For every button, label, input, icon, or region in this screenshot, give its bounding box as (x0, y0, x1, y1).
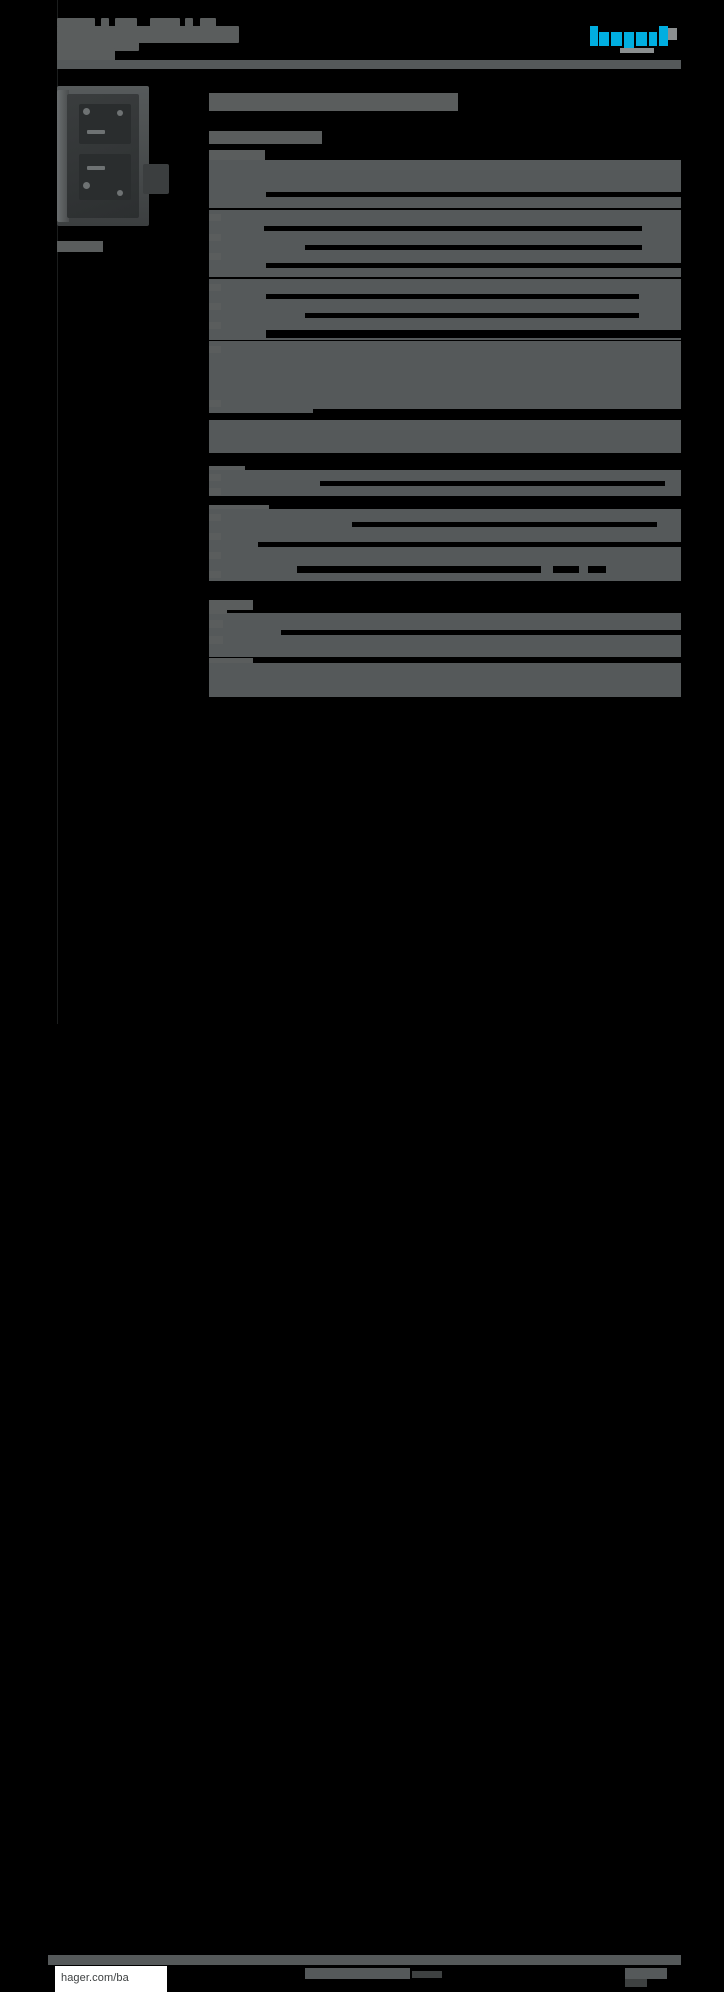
page-footer: hager.com/ba (0, 975, 724, 1992)
header-title-main (57, 26, 239, 43)
footer-divider (48, 1955, 681, 1965)
header-title-fragment (200, 18, 216, 27)
section-heading (209, 600, 253, 610)
header-divider (57, 60, 681, 69)
footer-url-text: hager.com/ba (61, 1972, 129, 1984)
page-title (209, 93, 458, 111)
product-accessory (143, 164, 169, 194)
row-label (209, 234, 221, 241)
row-label (209, 533, 221, 540)
product-image (57, 86, 169, 226)
footer-center-text-tail (412, 1971, 442, 1978)
table-section (209, 420, 681, 453)
row-label (209, 253, 221, 260)
table-section (209, 613, 681, 657)
row-label (209, 214, 221, 221)
footer-center-text (305, 1968, 410, 1979)
row-label (209, 322, 221, 329)
hager-logo (590, 22, 682, 53)
row-label (209, 303, 221, 310)
row-label (209, 606, 227, 614)
table-row (553, 566, 579, 573)
header-title-fragment (57, 18, 95, 27)
table-section (209, 663, 681, 697)
product-image-caption (57, 241, 103, 252)
row-label (209, 636, 223, 644)
table-row (264, 226, 642, 231)
section-heading (209, 150, 265, 160)
table-row (305, 313, 639, 318)
header-title-fragment (150, 18, 180, 27)
table-row (352, 522, 657, 527)
table-section (209, 341, 681, 413)
row-label (209, 488, 221, 495)
row-label (209, 552, 221, 559)
header-title-fragment (101, 18, 109, 27)
footer-page-number-tail (625, 1979, 647, 1987)
table-row (266, 294, 639, 299)
table-row (266, 263, 681, 268)
table-row (281, 630, 681, 635)
table-row (258, 542, 681, 547)
page-header (0, 0, 724, 80)
row-label (209, 474, 221, 481)
table-row (266, 330, 681, 338)
header-title-fragment (115, 18, 137, 27)
row-label (209, 346, 221, 353)
table-row (588, 566, 606, 573)
table-section (209, 279, 681, 340)
header-title-fragment (185, 18, 193, 27)
table-section (209, 160, 681, 208)
footer-page-number (625, 1968, 667, 1979)
footer-url-box[interactable]: hager.com/ba (55, 1966, 167, 1992)
row-label (209, 571, 221, 578)
table-row (297, 566, 541, 573)
row-label (209, 514, 221, 521)
row-label (209, 400, 221, 407)
row-label (209, 284, 221, 291)
left-margin-rule (57, 0, 58, 1024)
header-subtitle-fragment (57, 42, 139, 51)
table-row (305, 245, 642, 250)
table-row (313, 409, 681, 414)
table-row (320, 481, 665, 486)
page-subtitle (209, 131, 322, 144)
header-subtitle-line (57, 48, 115, 63)
row-label (209, 620, 223, 628)
table-row (266, 192, 681, 197)
